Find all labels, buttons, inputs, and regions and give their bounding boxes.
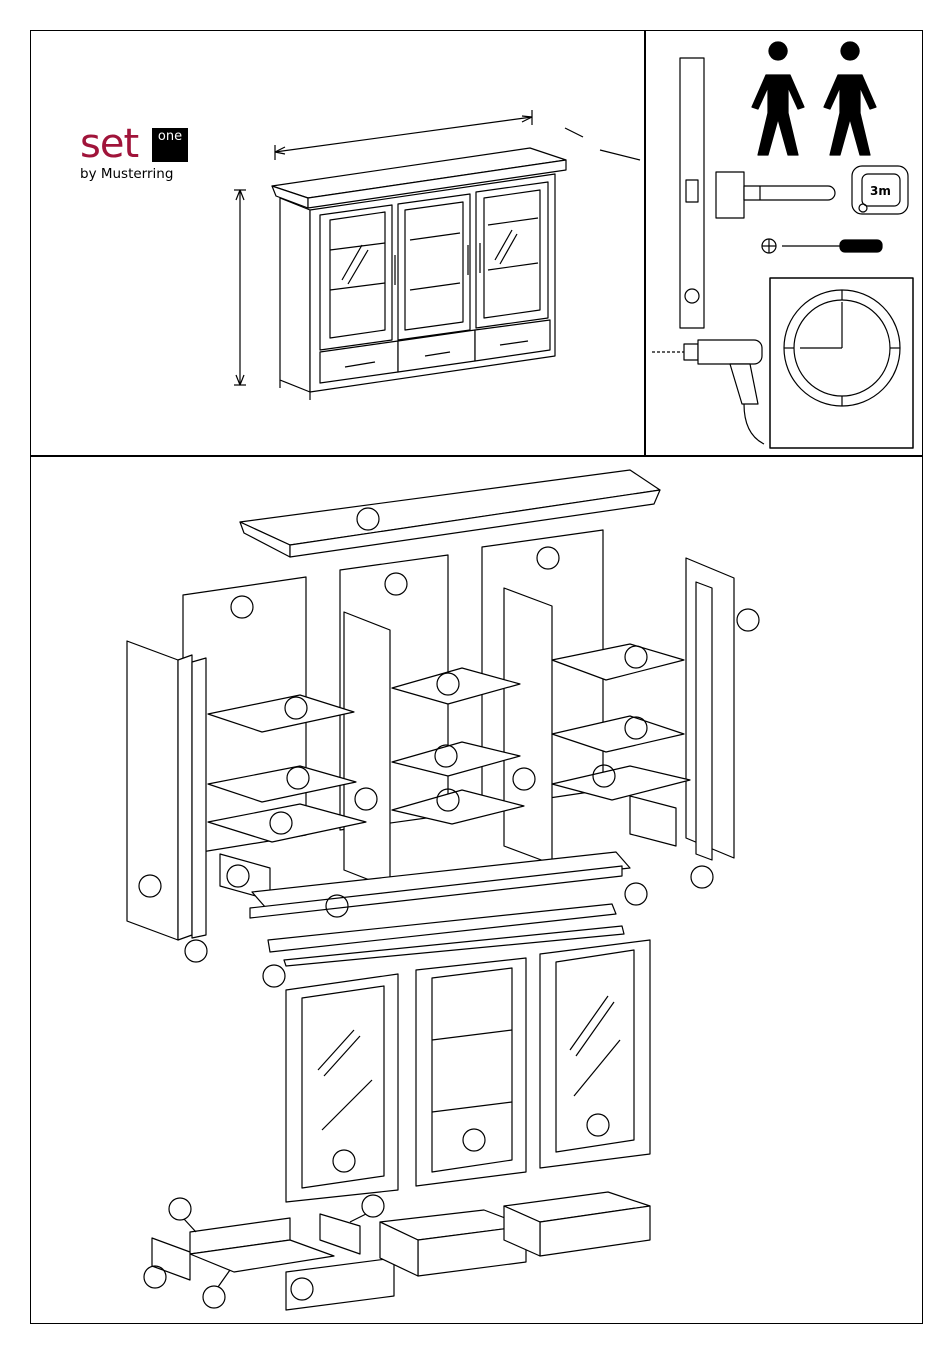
tape-measure-label: 3m (870, 184, 891, 198)
hammer-icon (716, 172, 835, 218)
person-icon (752, 42, 804, 155)
exploded-parts-drawing (127, 470, 759, 1310)
screwdriver-icon (762, 239, 882, 253)
assembled-cabinet-drawing (234, 110, 640, 400)
person-icon (824, 42, 876, 155)
drill-icon (652, 340, 764, 444)
spirit-level-icon (680, 58, 704, 328)
clock-icon (770, 278, 913, 448)
